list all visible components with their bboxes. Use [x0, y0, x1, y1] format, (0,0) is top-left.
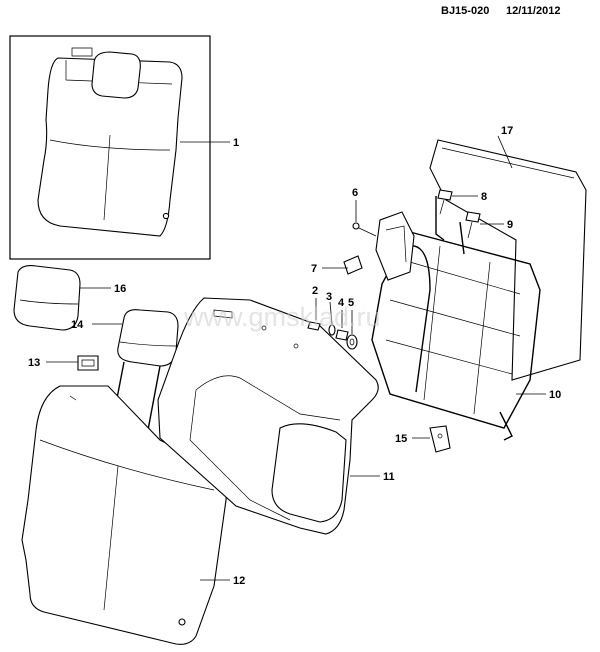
callout-15[interactable]: 15: [395, 433, 407, 445]
seat-back-pad[interactable]: [157, 297, 379, 535]
callout-4[interactable]: 4: [338, 297, 345, 309]
headrest-guide[interactable]: [77, 355, 99, 371]
washer-3[interactable]: [328, 324, 336, 336]
callout-12[interactable]: 12: [233, 575, 245, 587]
watermark: www.gmsklad.ru: [183, 302, 381, 332]
callout-10[interactable]: 10: [549, 389, 561, 401]
callout-8[interactable]: 8: [481, 191, 487, 203]
hinge-bracket[interactable]: [429, 425, 451, 453]
bolt-8[interactable]: [437, 189, 453, 215]
inset-frame: [9, 35, 211, 260]
callout-2[interactable]: 2: [312, 285, 318, 297]
spring-4[interactable]: [335, 329, 349, 341]
diagram-code: BJ15-020: [441, 5, 489, 17]
callout-13[interactable]: 13: [28, 357, 40, 369]
leader-3: [329, 301, 333, 325]
callout-6[interactable]: 6: [352, 187, 358, 199]
callout-11[interactable]: 11: [383, 471, 395, 483]
screw-6[interactable]: [352, 222, 377, 237]
seat-back-panel[interactable]: [429, 139, 587, 381]
callout-16[interactable]: 16: [114, 283, 126, 295]
assembled-seat-back[interactable]: [37, 47, 183, 237]
callout-7[interactable]: 7: [311, 263, 317, 275]
callout-5[interactable]: 5: [348, 297, 354, 309]
callout-14[interactable]: 14: [71, 319, 84, 331]
latch-bracket[interactable]: [343, 211, 415, 281]
headrest-loose[interactable]: [13, 265, 81, 331]
bolt-9[interactable]: [465, 211, 481, 239]
callout-17[interactable]: 17: [501, 125, 513, 137]
callout-1[interactable]: 1: [233, 137, 239, 149]
leader-17: [497, 135, 513, 169]
bolt-2[interactable]: [307, 321, 321, 331]
callout-9[interactable]: 9: [507, 219, 513, 231]
diagram-date: 12/11/2012: [506, 5, 560, 17]
bushing-5[interactable]: [346, 334, 358, 350]
callout-3[interactable]: 3: [326, 291, 332, 303]
